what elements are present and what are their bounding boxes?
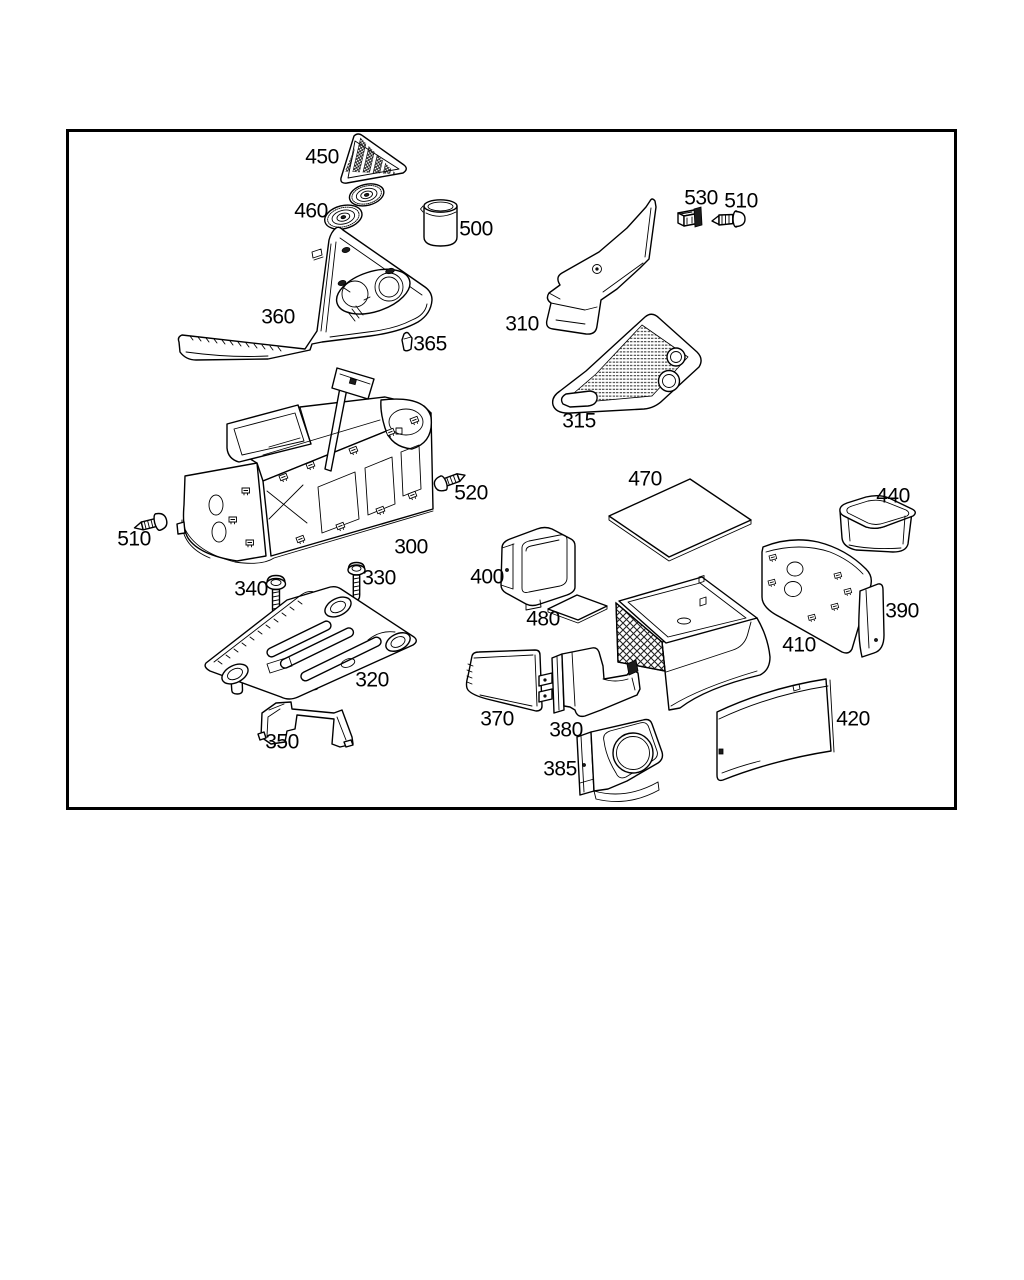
- part-label-510: 510: [117, 527, 151, 551]
- part-530-drawing: [677, 206, 703, 228]
- part-310-drawing: [545, 198, 657, 335]
- part-label-310: 310: [505, 312, 539, 336]
- part-330-drawing: [347, 561, 366, 601]
- part-340-drawing: [265, 574, 287, 616]
- part-520-drawing: [433, 473, 466, 492]
- part-390-drawing: [761, 539, 885, 658]
- part-385-drawing: [576, 718, 664, 803]
- part-label-320: 320: [355, 668, 389, 692]
- part-380-drawing: [538, 647, 641, 718]
- part-320-drawing: [204, 586, 417, 700]
- part-400-drawing: [500, 526, 576, 611]
- part-label-365: 365: [413, 332, 447, 356]
- part-label-520: 520: [454, 481, 488, 505]
- part-label-480: 480: [526, 607, 560, 631]
- part-500-drawing: [420, 199, 458, 247]
- part-510-upper-drawing: [711, 210, 746, 228]
- part-label-330: 330: [362, 566, 396, 590]
- part-370-drawing: [465, 649, 543, 712]
- part-label-460: 460: [294, 199, 328, 223]
- part-440-drawing: [839, 495, 916, 553]
- part-label-450: 450: [305, 145, 339, 169]
- part-label-420: 420: [836, 707, 870, 731]
- part-label-340: 340: [234, 577, 268, 601]
- part-label-530: 530: [684, 186, 718, 210]
- part-label-360: 360: [261, 305, 295, 329]
- part-label-510: 510: [724, 189, 758, 213]
- part-350-drawing: [257, 701, 354, 748]
- part-480-drawing: [547, 594, 608, 624]
- part-365-drawing: [401, 331, 413, 352]
- part-label-470: 470: [628, 467, 662, 491]
- part-420-drawing: [716, 678, 835, 782]
- part-460-drawing: [324, 183, 385, 230]
- part-360-drawing: [177, 226, 433, 361]
- part-300-drawing: [176, 367, 434, 564]
- part-470-drawing: [608, 478, 752, 562]
- part-label-350: 350: [265, 730, 299, 754]
- part-label-500: 500: [459, 217, 493, 241]
- part-315-drawing: [551, 313, 702, 414]
- part-label-315: 315: [562, 409, 596, 433]
- part-label-370: 370: [480, 707, 514, 731]
- part-label-380: 380: [549, 718, 583, 742]
- part-410-drawing: [615, 575, 771, 711]
- part-label-410: 410: [782, 633, 816, 657]
- part-510-left-drawing: [133, 512, 168, 532]
- part-label-400: 400: [470, 565, 504, 589]
- part-label-390: 390: [885, 599, 919, 623]
- part-label-440: 440: [876, 484, 910, 508]
- part-label-300: 300: [394, 535, 428, 559]
- part-label-385: 385: [543, 757, 577, 781]
